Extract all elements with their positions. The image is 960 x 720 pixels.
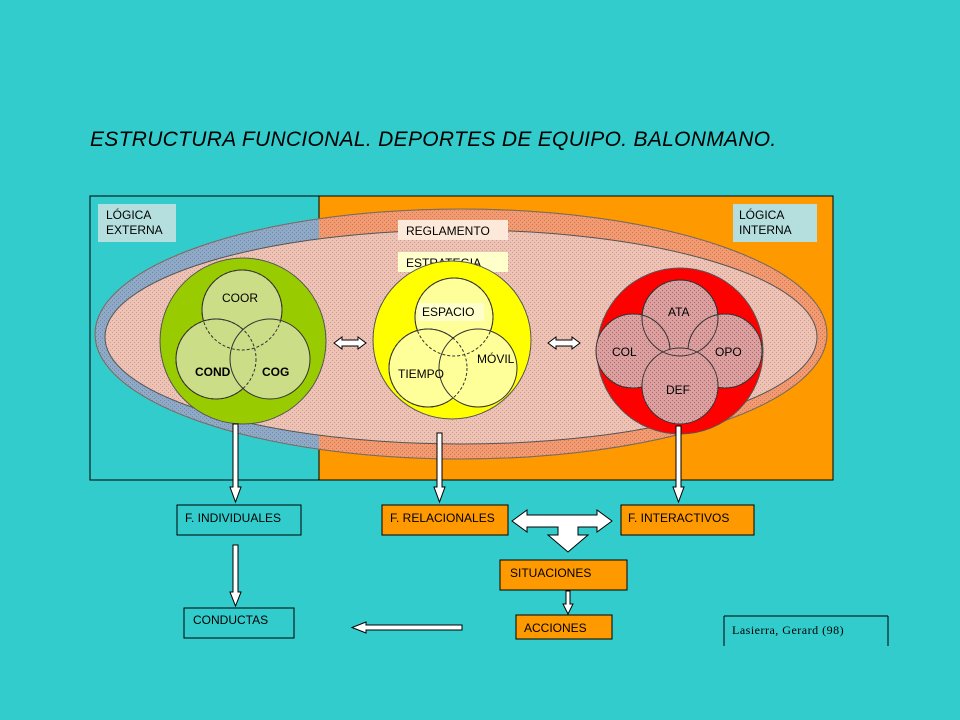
arrow-down-conductas: [229, 544, 242, 608]
double-arrow-left: [333, 336, 367, 350]
logica-externa-label-box: [98, 204, 176, 242]
interactivos-label: F. INTERACTIVOS: [628, 511, 729, 525]
relacionales-box: [381, 504, 509, 536]
credit-label: Lasierra, Gerard (98): [732, 623, 844, 637]
def-label: DEF: [666, 383, 690, 397]
interactivos-box: [620, 504, 755, 536]
relacionales-label: F. RELACIONALES: [390, 511, 495, 525]
green-group: COOR COND COG: [159, 257, 327, 425]
logica-interna-line2: INTERNA: [739, 223, 792, 237]
situaciones-label: SITUACIONES: [510, 566, 591, 580]
logica-externa-line2: EXTERNA: [106, 223, 163, 237]
reglamento-box: [398, 220, 508, 240]
ata-label: ATA: [668, 305, 690, 319]
logica-interna-line1: LÓGICA: [739, 207, 784, 222]
page-title: ESTRUCTURA FUNCIONAL. DEPORTES DE EQUIPO…: [90, 128, 777, 151]
arrow-down-relacionales: [433, 432, 446, 504]
arrow-down-acciones: [562, 590, 574, 616]
red-group: ATA COL OPO DEF: [595, 267, 764, 435]
t-connector-arrow: [511, 509, 613, 553]
logica-externa-line1: LÓGICA: [106, 207, 151, 222]
arrow-down-interactivos: [672, 425, 685, 504]
espacio-label: ESPACIO: [422, 305, 474, 319]
situaciones-box: [499, 559, 628, 591]
double-arrow-right: [547, 336, 581, 350]
cog-label: COG: [262, 365, 289, 379]
col-label: COL: [612, 345, 637, 359]
conductas-label: CONDUCTAS: [193, 613, 268, 627]
outer-ellipse: [94, 208, 828, 460]
arrow-left-conductas: [350, 621, 463, 634]
reglamento-label: REGLAMENTO: [406, 224, 490, 238]
logica-interna-label-box: [733, 204, 817, 242]
individuales-label: F. INDIVIDUALES: [185, 511, 281, 525]
yellow-group: ESPACIO TIEMPO MÓVIL: [372, 260, 532, 420]
credit-box: Lasierra, Gerard (98): [723, 615, 889, 646]
acciones-label: ACCIONES: [524, 621, 587, 635]
conductas-box: [183, 607, 295, 639]
coor-label: COOR: [222, 291, 258, 305]
cond-label: COND: [195, 365, 231, 379]
tiempo-label: TIEMPO: [398, 367, 444, 381]
individuales-box: [176, 504, 302, 536]
acciones-box: [515, 614, 613, 640]
arrow-down-individuales: [229, 423, 242, 504]
opo-label: OPO: [715, 345, 742, 359]
movil-label: MÓVIL: [477, 351, 515, 366]
